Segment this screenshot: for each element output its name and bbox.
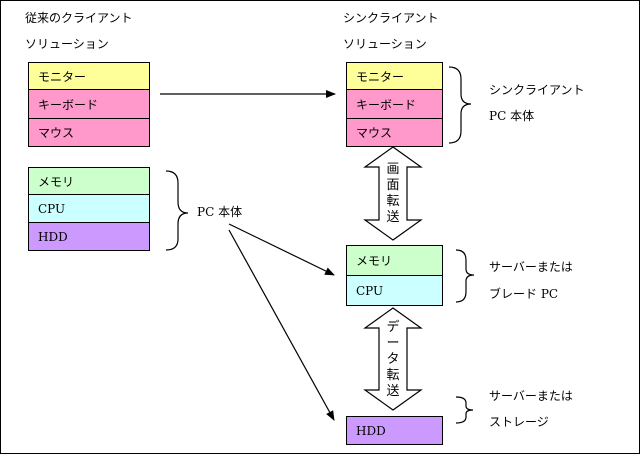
right-pc-body-label: PC 本体 xyxy=(489,109,535,123)
left-memory-box: メモリ xyxy=(29,168,149,195)
right-title-line1: シンクライアント xyxy=(343,11,439,25)
right-hdd-label: HDD xyxy=(356,423,386,438)
left-keyboard-label: キーボード xyxy=(38,97,99,112)
screen-transfer-double-arrow xyxy=(363,146,423,241)
data-transfer-char: タ xyxy=(386,352,400,367)
right-keyboard-box: キーボード xyxy=(347,90,442,119)
data-transfer-char: 転 xyxy=(386,368,400,383)
left-pc-brace xyxy=(165,170,189,251)
left-monitor-box: モニター xyxy=(29,63,149,90)
data-transfer-char: ー xyxy=(386,336,400,351)
screen-transfer-char: 送 xyxy=(386,210,400,225)
left-cpu-label: CPU xyxy=(38,201,66,216)
right-cpu-box: CPU xyxy=(347,276,442,305)
right-server-stack: メモリ CPU xyxy=(346,245,443,306)
right-hdd-box: HDD xyxy=(346,416,443,445)
screen-transfer-char: 転 xyxy=(386,194,400,209)
right-mouse-box: マウス xyxy=(347,119,442,146)
left-keyboard-box: キーボード xyxy=(29,90,149,119)
pc-to-hdd-arrow xyxy=(228,229,335,421)
left-peripherals-stack: モニター キーボード マウス xyxy=(28,62,150,147)
data-transfer-label: デ ー タ 転 送 xyxy=(385,320,401,400)
right-server-brace xyxy=(455,249,475,303)
left-cpu-box: CPU xyxy=(29,195,149,223)
left-pc-body-label: PC 本体 xyxy=(197,205,243,219)
right-memory-box: メモリ xyxy=(347,246,442,276)
right-storage-label1: サーバーまたは xyxy=(489,389,573,403)
right-title-line2: ソリューション xyxy=(343,37,427,51)
pc-to-memory-arrow xyxy=(228,223,335,276)
screen-transfer-label: 画 面 転 送 xyxy=(385,162,401,226)
right-mouse-label: マウス xyxy=(356,126,393,140)
right-server-label1: サーバーまたは xyxy=(489,260,573,274)
screen-transfer-char: 画 xyxy=(386,162,400,177)
left-pc-stack: メモリ CPU HDD xyxy=(28,167,150,251)
left-hdd-box: HDD xyxy=(29,223,149,250)
data-transfer-char: デ xyxy=(386,320,400,335)
left-hdd-label: HDD xyxy=(38,229,68,244)
right-cpu-label: CPU xyxy=(356,283,384,298)
right-storage-brace xyxy=(455,396,474,424)
left-memory-label: メモリ xyxy=(38,174,75,189)
screen-transfer-char: 面 xyxy=(386,178,400,193)
right-server-label2: ブレード PC xyxy=(489,287,559,301)
right-thin-client-label: シンクライアント xyxy=(489,83,585,97)
data-transfer-double-arrow xyxy=(363,307,423,411)
left-title-line1: 従来のクライアント xyxy=(25,11,133,25)
left-mouse-label: マウス xyxy=(38,126,75,140)
left-monitor-label: モニター xyxy=(38,69,87,84)
right-storage-label2: ストレージ xyxy=(489,415,549,429)
right-memory-label: メモリ xyxy=(356,254,393,268)
left-mouse-box: マウス xyxy=(29,119,149,146)
data-transfer-char: 送 xyxy=(386,384,400,399)
left-title-line2: ソリューション xyxy=(25,37,109,51)
right-monitor-box: モニター xyxy=(347,63,442,90)
right-thin-client-brace xyxy=(448,66,472,144)
right-keyboard-label: キーボード xyxy=(356,97,417,112)
right-peripherals-stack: モニター キーボード マウス xyxy=(346,62,443,147)
right-monitor-label: モニター xyxy=(356,69,405,84)
